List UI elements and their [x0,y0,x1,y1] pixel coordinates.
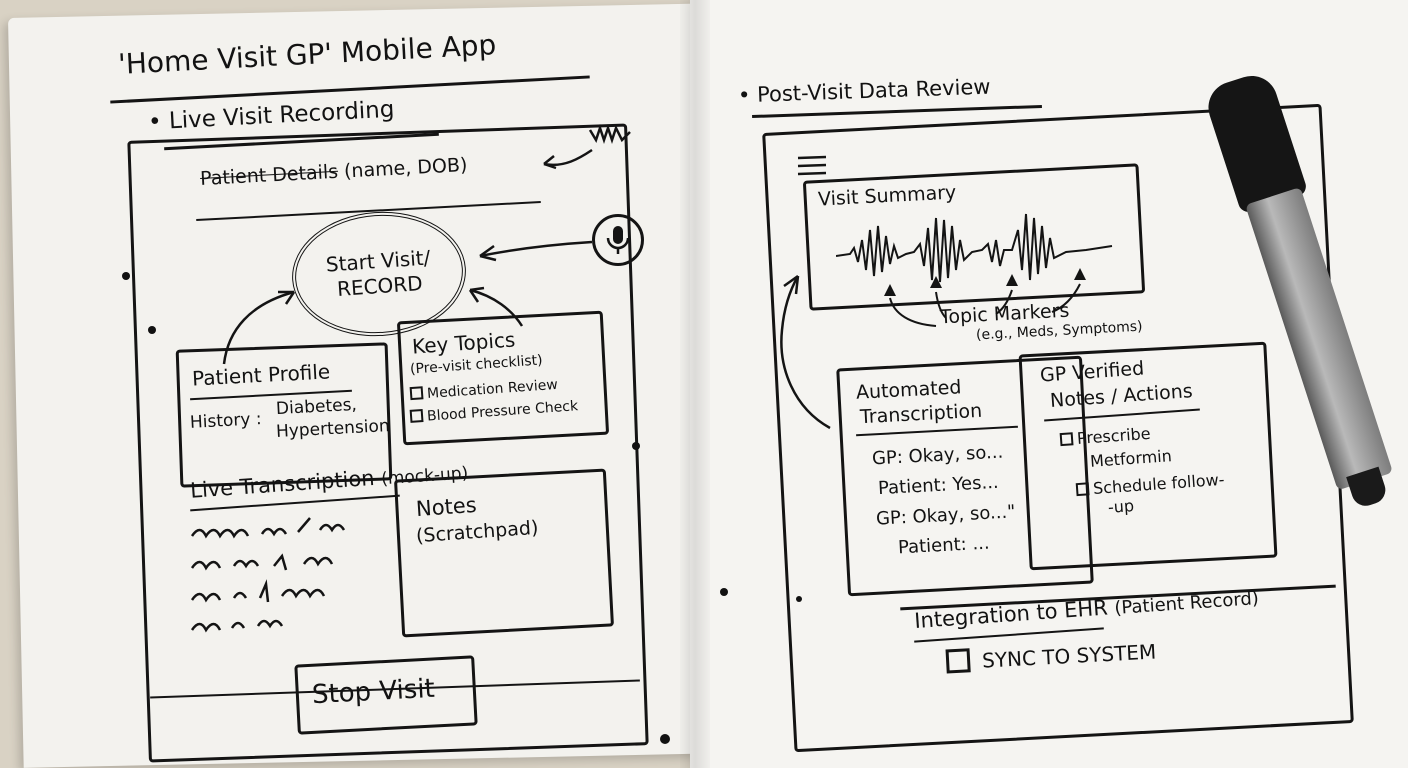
notes-scratchpad-area[interactable] [394,468,614,638]
arrow-topics-to-record [468,286,524,327]
ink-dot [632,442,640,450]
ink-dot [796,596,802,602]
history-diabetes: Diabetes, [275,394,358,420]
sync-checkbox[interactable] [945,648,971,674]
notebook-gutter [680,0,710,768]
checkbox[interactable] [1075,482,1090,497]
hamburger-menu-icon[interactable] [796,154,830,180]
topic-marker-arrows [884,268,1086,319]
notebook-right-page [690,0,1408,768]
checkbox[interactable] [1059,432,1074,447]
checkbox[interactable] [409,386,424,401]
ink-dot [720,588,728,596]
ink-dot [122,272,130,280]
notes-heading: Notes [415,492,478,522]
audio-waveform[interactable] [836,200,1116,290]
history-label: History : [189,409,263,433]
arrow-transcription-to-summary [780,274,831,430]
record-button-line2: RECORD [336,271,424,301]
topic-marker-bracket [889,297,937,327]
ink-dot [148,326,156,334]
microphone-icon[interactable] [592,214,644,266]
arrow-profile-to-record [222,290,296,365]
action-schedule-detail: -up [1107,496,1135,517]
scribble-annotation [543,124,631,170]
stop-visit-button[interactable]: Stop Visit [311,673,436,711]
ink-dot [660,734,670,744]
transcription-scribble [190,517,346,633]
arrow-mic-to-record [479,240,593,262]
checkbox[interactable] [409,408,424,423]
